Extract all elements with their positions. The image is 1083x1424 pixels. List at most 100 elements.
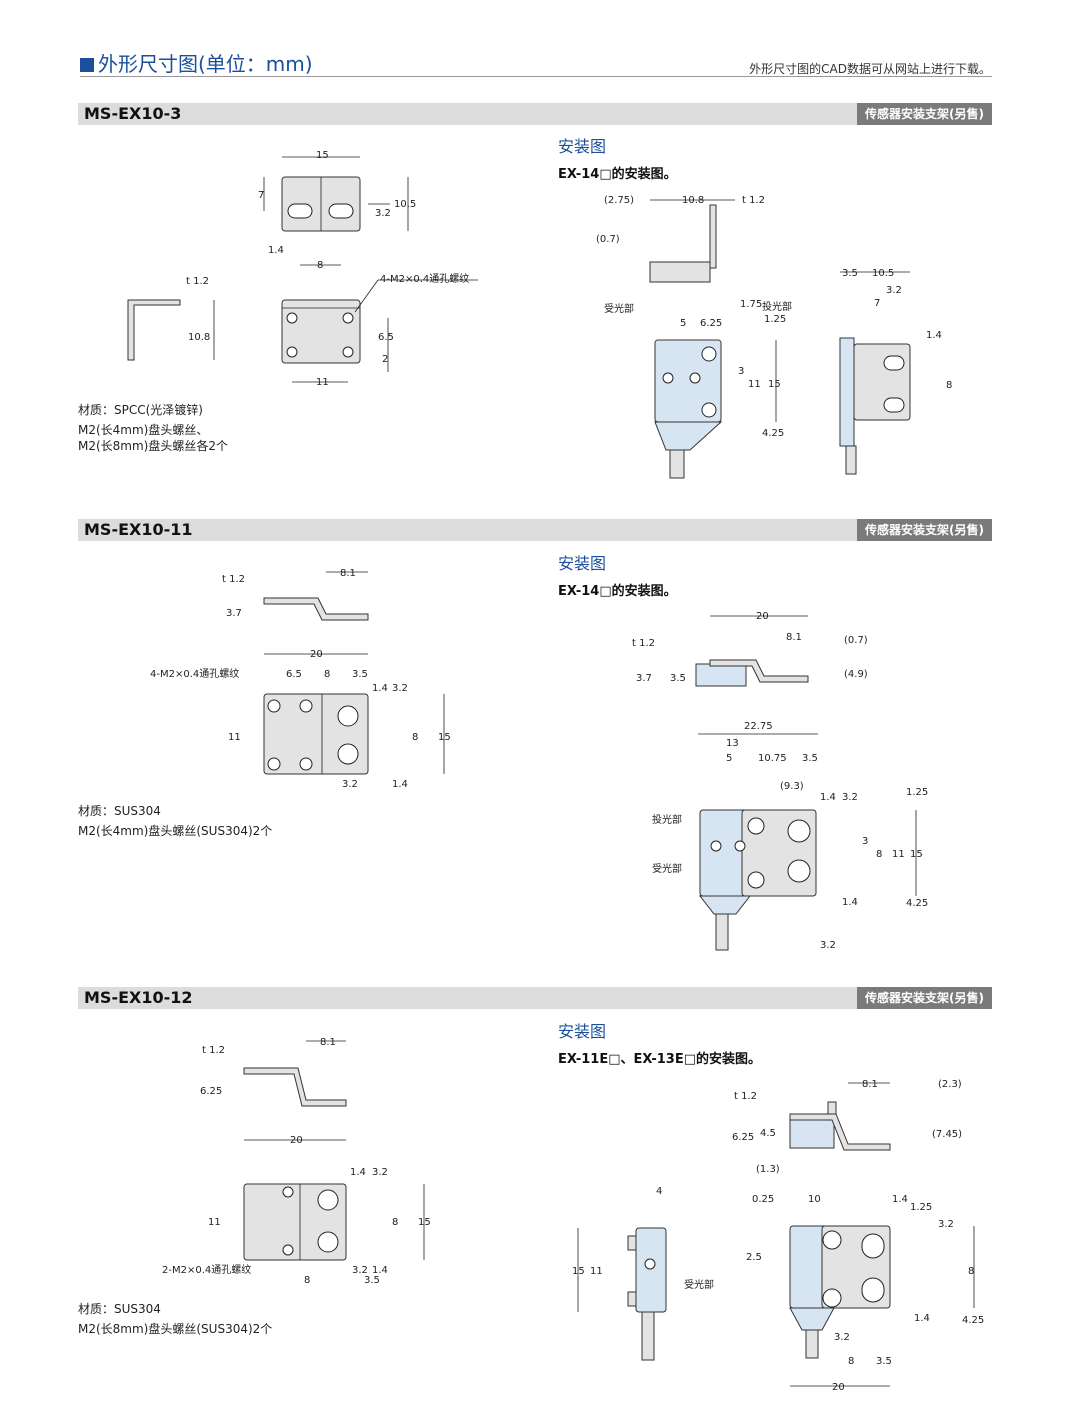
note-line: M2(长4mm)盘头螺丝、 bbox=[78, 423, 209, 437]
product-tag: 传感器安装支架(另售) bbox=[857, 103, 992, 125]
dim-label: 3.2 bbox=[375, 208, 391, 219]
dim-label: 10 bbox=[808, 1194, 821, 1205]
note-line: M2(长8mm)盘头螺丝各2个 bbox=[78, 439, 229, 453]
dim-label: 4 bbox=[656, 1186, 662, 1197]
dim-label: 2.5 bbox=[746, 1252, 762, 1263]
dim-label: 3.5 bbox=[802, 753, 818, 764]
dim-label: 1.25 bbox=[764, 314, 786, 325]
ex10-12-front-view: 20 1.4 3.2 11 8 15 2-M2×0.4通孔螺纹 8 3.2 1.… bbox=[162, 1135, 431, 1286]
dim-label: 11 bbox=[590, 1266, 603, 1277]
ex10-12-side-view: t 1.2 8.1 6.25 bbox=[200, 1037, 347, 1107]
dim-label: 10.5 bbox=[394, 199, 416, 210]
dim-label: (1.3) bbox=[756, 1164, 780, 1175]
dim-label: (0.7) bbox=[596, 234, 620, 245]
dim-label: 22.75 bbox=[744, 721, 773, 732]
dim-label: 4-M2×0.4通孔螺纹 bbox=[150, 667, 239, 680]
model-name: MS-EX10-11 bbox=[84, 520, 193, 539]
mount-title-3: 安装图 bbox=[558, 1022, 607, 1041]
dim-label: 3.5 bbox=[876, 1356, 892, 1367]
dim-label: 8.1 bbox=[320, 1037, 336, 1048]
ex10-12-mount-left: 4 15 11 受光部 bbox=[572, 1186, 714, 1361]
dim-label: (0.7) bbox=[844, 635, 868, 646]
dim-label: 4-M2×0.4通孔螺纹 bbox=[380, 272, 469, 285]
dim-label: 8.1 bbox=[340, 568, 356, 579]
material-notes-2: 材质：SUS304 M2(长4mm)盘头螺丝(SUS304)2个 bbox=[78, 803, 272, 839]
dim-label: 3.2 bbox=[886, 285, 902, 296]
dim-label: 6.25 bbox=[200, 1086, 222, 1097]
dim-label: 11 bbox=[748, 379, 761, 390]
dim-label: 2 bbox=[382, 354, 388, 365]
mount-subtitle-3: EX-11E□、EX-13E□的安装图。 bbox=[558, 1052, 761, 1067]
ex10-12-mount-side: 8.1 (2.3) t 1.2 6.25 4.5 (7.45) (1.3) bbox=[732, 1079, 962, 1175]
dim-label: 6.5 bbox=[286, 669, 302, 680]
material-notes-1: 材质：SPCC(光泽镀锌) M2(长4mm)盘头螺丝、 M2(长8mm)盘头螺丝… bbox=[78, 402, 228, 454]
note-line: M2(长8mm)盘头螺丝(SUS304)2个 bbox=[78, 1322, 273, 1336]
dim-label: 20 bbox=[290, 1135, 303, 1146]
dim-label: 20 bbox=[310, 649, 323, 660]
dim-label: 13 bbox=[726, 738, 739, 749]
dim-label: 8 bbox=[968, 1266, 974, 1277]
model-name: MS-EX10-3 bbox=[84, 104, 182, 123]
dim-label: 3.5 bbox=[364, 1275, 380, 1286]
dim-label: 3.2 bbox=[820, 940, 836, 951]
dim-label: 1.75 bbox=[740, 299, 762, 310]
dim-label: (4.9) bbox=[844, 669, 868, 680]
dim-label: 3.7 bbox=[636, 673, 652, 684]
dim-label: (2.75) bbox=[604, 195, 634, 206]
dim-label: 1.25 bbox=[906, 787, 928, 798]
dim-label: 受光部 bbox=[684, 1278, 714, 1291]
dim-label: 15 bbox=[768, 379, 781, 390]
dim-label: 20 bbox=[832, 1382, 845, 1393]
dim-label: 受光部 bbox=[604, 302, 634, 315]
dim-label: t 1.2 bbox=[742, 195, 765, 206]
note-line: 材质：SUS304 bbox=[78, 804, 161, 818]
dim-label: 5 bbox=[726, 753, 732, 764]
dim-label: 3.2 bbox=[842, 792, 858, 803]
ex10-11-front-view: 20 4-M2×0.4通孔螺纹 6.5 8 3.5 1.4 3.2 11 8 1… bbox=[150, 649, 451, 790]
note-line: 材质：SUS304 bbox=[78, 1302, 161, 1316]
dim-label: t 1.2 bbox=[734, 1091, 757, 1102]
dim-label: 0.25 bbox=[752, 1194, 774, 1205]
section-band-3: MS-EX10-12 传感器安装支架(另售) bbox=[78, 987, 992, 1009]
dim-label: 3.5 bbox=[670, 673, 686, 684]
ex10-11-side-view: t 1.2 8.1 3.7 bbox=[222, 568, 369, 621]
dim-label: 2-M2×0.4通孔螺纹 bbox=[162, 1263, 251, 1276]
dim-label: 3.2 bbox=[392, 683, 408, 694]
dim-label: 3.5 bbox=[842, 268, 858, 279]
ex10-11-mount-side: 20 t 1.2 8.1 (0.7) 3.7 3.5 (4.9) bbox=[632, 611, 868, 687]
dim-label: 7 bbox=[874, 298, 880, 309]
ex10-3-mount-right: 3.5 10.5 3.2 7 1.4 8 bbox=[839, 268, 952, 475]
ex10-3-front-view: 4-M2×0.4通孔螺纹 6.5 2 11 bbox=[281, 272, 478, 388]
ex10-3-top-view: 15 7 10.5 3.2 1.4 8 bbox=[258, 150, 416, 271]
dim-label: 8 bbox=[392, 1217, 398, 1228]
dim-label: 8 bbox=[317, 260, 323, 271]
dim-label: 1.4 bbox=[372, 1265, 388, 1276]
dim-label: 3.2 bbox=[372, 1167, 388, 1178]
dim-label: 4.25 bbox=[762, 428, 784, 439]
dim-label: 10.75 bbox=[758, 753, 787, 764]
dim-label: 10.5 bbox=[872, 268, 894, 279]
ex10-3-side-view: t 1.2 10.8 bbox=[127, 276, 215, 361]
dim-label: 8 bbox=[876, 849, 882, 860]
dim-label: 1.25 bbox=[910, 1202, 932, 1213]
dim-label: 11 bbox=[892, 849, 905, 860]
dim-label: 8 bbox=[412, 732, 418, 743]
dim-label: 1.4 bbox=[820, 792, 836, 803]
dim-label: 8 bbox=[324, 669, 330, 680]
dim-label: 3.2 bbox=[938, 1219, 954, 1230]
product-tag: 传感器安装支架(另售) bbox=[857, 519, 992, 541]
dim-label: 8.1 bbox=[786, 632, 802, 643]
dim-label: 20 bbox=[756, 611, 769, 622]
dim-label: 6.25 bbox=[700, 318, 722, 329]
ex10-12-mount-front: 0.25 10 1.4 1.25 3.2 2.5 8 1.4 4.25 3.2 … bbox=[746, 1194, 984, 1393]
square-bullet-icon bbox=[80, 58, 94, 72]
dim-label: 11 bbox=[208, 1217, 221, 1228]
dim-label: 6.25 bbox=[732, 1132, 754, 1143]
section-band-2: MS-EX10-11 传感器安装支架(另售) bbox=[78, 519, 992, 541]
dim-label: 10.8 bbox=[682, 195, 704, 206]
header-divider bbox=[80, 76, 992, 77]
dim-label: 11 bbox=[228, 732, 241, 743]
dim-label: 3.2 bbox=[834, 1332, 850, 1343]
dim-label: 1.4 bbox=[392, 779, 408, 790]
dim-label: 3 bbox=[738, 366, 744, 377]
